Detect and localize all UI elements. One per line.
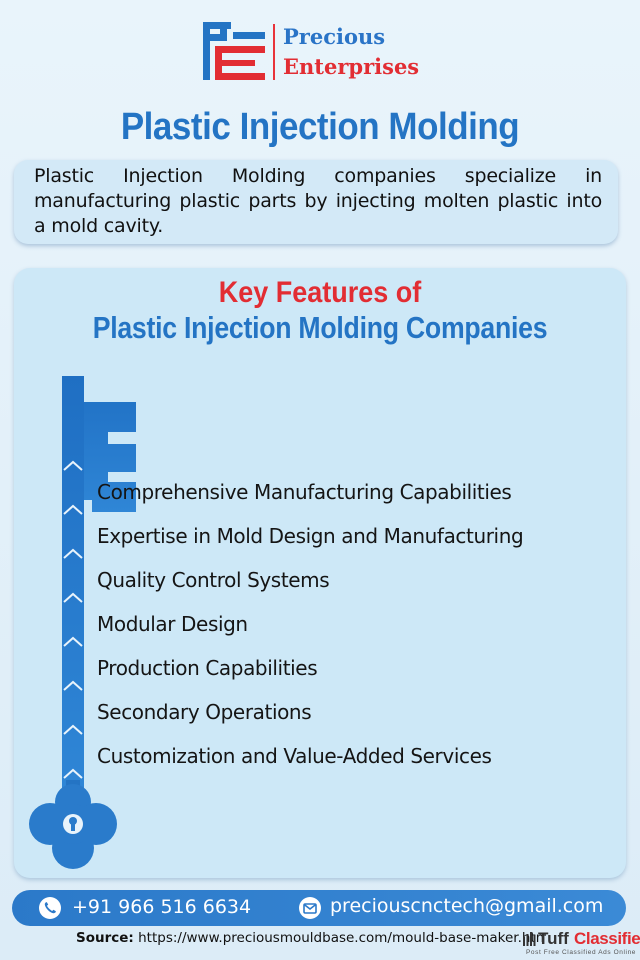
brand-logo: Precious Enterprises [203, 22, 463, 82]
source-label: Source: [76, 930, 134, 946]
brand-name-line2: Enterprises [283, 54, 420, 79]
intro-text: Plastic Injection Molding companies spec… [34, 165, 602, 237]
brand-name-line1: Precious [283, 24, 386, 49]
features-panel [14, 268, 626, 878]
feature-item: Secondary Operations [97, 700, 312, 724]
feature-item: Modular Design [97, 612, 248, 636]
email-link[interactable]: preciouscnctech@gmail.com [330, 895, 604, 917]
source-line: Source: https://www.preciousmouldbase.co… [76, 930, 546, 946]
features-title-line1: Key Features of [218, 276, 422, 309]
page-title: Plastic Injection Molding [120, 106, 520, 148]
feature-item: Production Capabilities [97, 656, 318, 680]
feature-item: Customization and Value-Added Services [97, 744, 492, 768]
contact-bar: +91 966 516 6634 preciouscnctech@gmail.c… [12, 890, 626, 926]
phone-icon [39, 897, 61, 919]
features-title-line2: Plastic Injection Molding Companies [92, 310, 548, 345]
feature-item: Comprehensive Manufacturing Capabilities [97, 480, 512, 504]
pe-monogram-icon [203, 22, 265, 80]
feature-item: Expertise in Mold Design and Manufacturi… [97, 524, 524, 548]
bar-graph-icon [523, 932, 536, 946]
watermark-classified: Classified [574, 929, 640, 948]
watermark: Tuff Classified Post Free Classified Ads… [522, 929, 640, 960]
logo-divider [273, 24, 275, 80]
phone-link[interactable]: +91 966 516 6634 [72, 896, 252, 918]
intro-box: Plastic Injection Molding companies spec… [14, 160, 618, 244]
feature-list: Comprehensive Manufacturing Capabilities… [97, 478, 524, 786]
key-icon [29, 376, 136, 869]
watermark-tuff: Tuff [538, 929, 569, 948]
mail-icon [299, 897, 321, 919]
feature-item: Quality Control Systems [97, 568, 330, 592]
source-url-link[interactable]: https://www.preciousmouldbase.com/mould-… [138, 930, 546, 946]
watermark-tagline: Post Free Classified Ads Online [526, 949, 637, 956]
